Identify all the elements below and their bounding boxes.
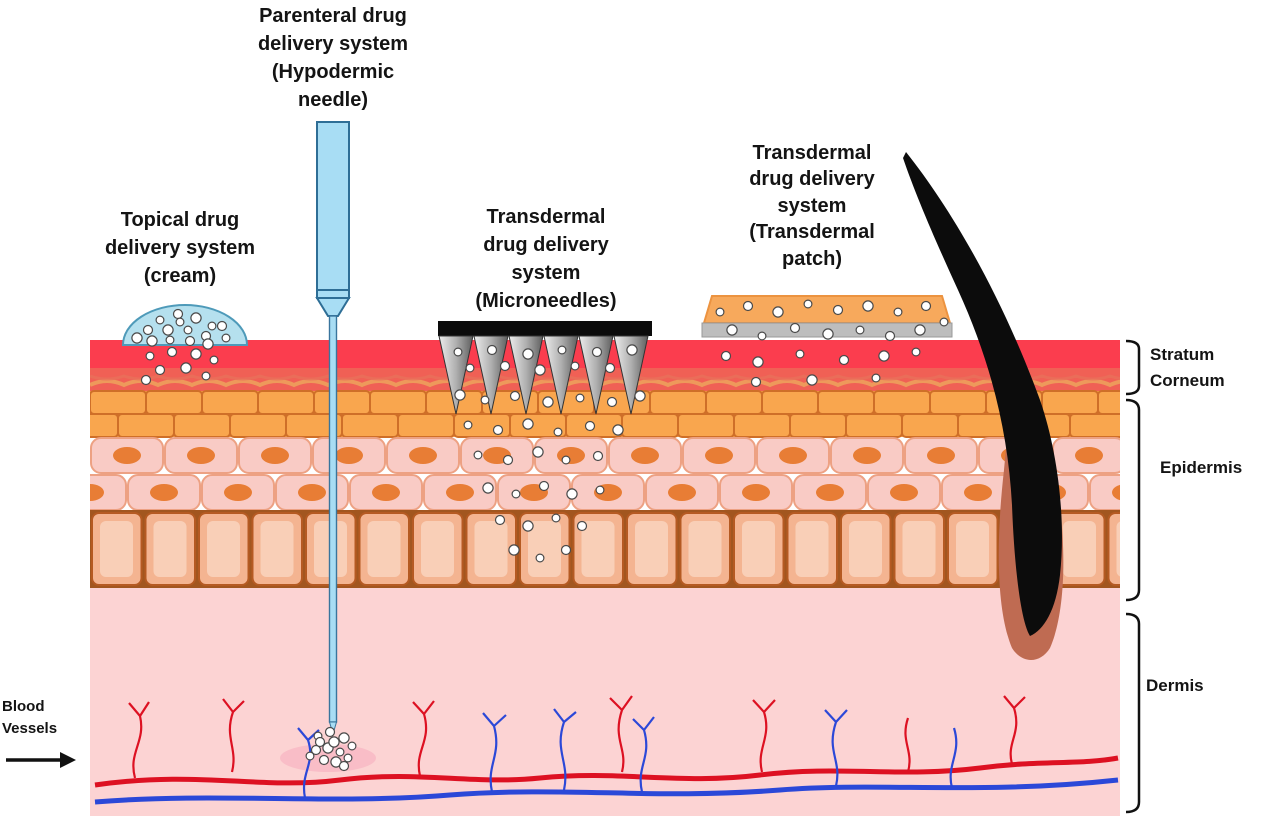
hair-follicle bbox=[903, 152, 1064, 660]
dermis-label: Dermis bbox=[1146, 676, 1204, 695]
hypodermic-needle bbox=[315, 121, 351, 736]
cream-dome bbox=[121, 304, 249, 346]
transdermal-patch-label: Transdermal drug delivery system (Transd… bbox=[749, 142, 875, 270]
blood-vessels-label: Blood Vessels bbox=[2, 698, 58, 737]
layer-brackets bbox=[1125, 339, 1141, 814]
blood-vessels-arrow bbox=[6, 752, 76, 768]
microneedles-system-label: Transdermal drug delivery system (Micron… bbox=[475, 206, 617, 312]
blood-vessels bbox=[94, 695, 1119, 805]
parenteral-system-label: Parenteral drug delivery system (Hypoder… bbox=[257, 5, 409, 111]
epidermis-cell-layer bbox=[90, 437, 1120, 511]
topical-system-label: Topical drug delivery system (cream) bbox=[104, 209, 256, 287]
microneedle-array bbox=[438, 321, 652, 415]
epidermis-label: Epidermis bbox=[1160, 458, 1243, 477]
epidermis-brick-layer bbox=[90, 390, 1120, 438]
basal-cell-layer bbox=[90, 510, 1120, 588]
stratum-corneum-label: Stratum Corneum bbox=[1150, 345, 1225, 390]
drug-particles bbox=[131, 299, 949, 772]
